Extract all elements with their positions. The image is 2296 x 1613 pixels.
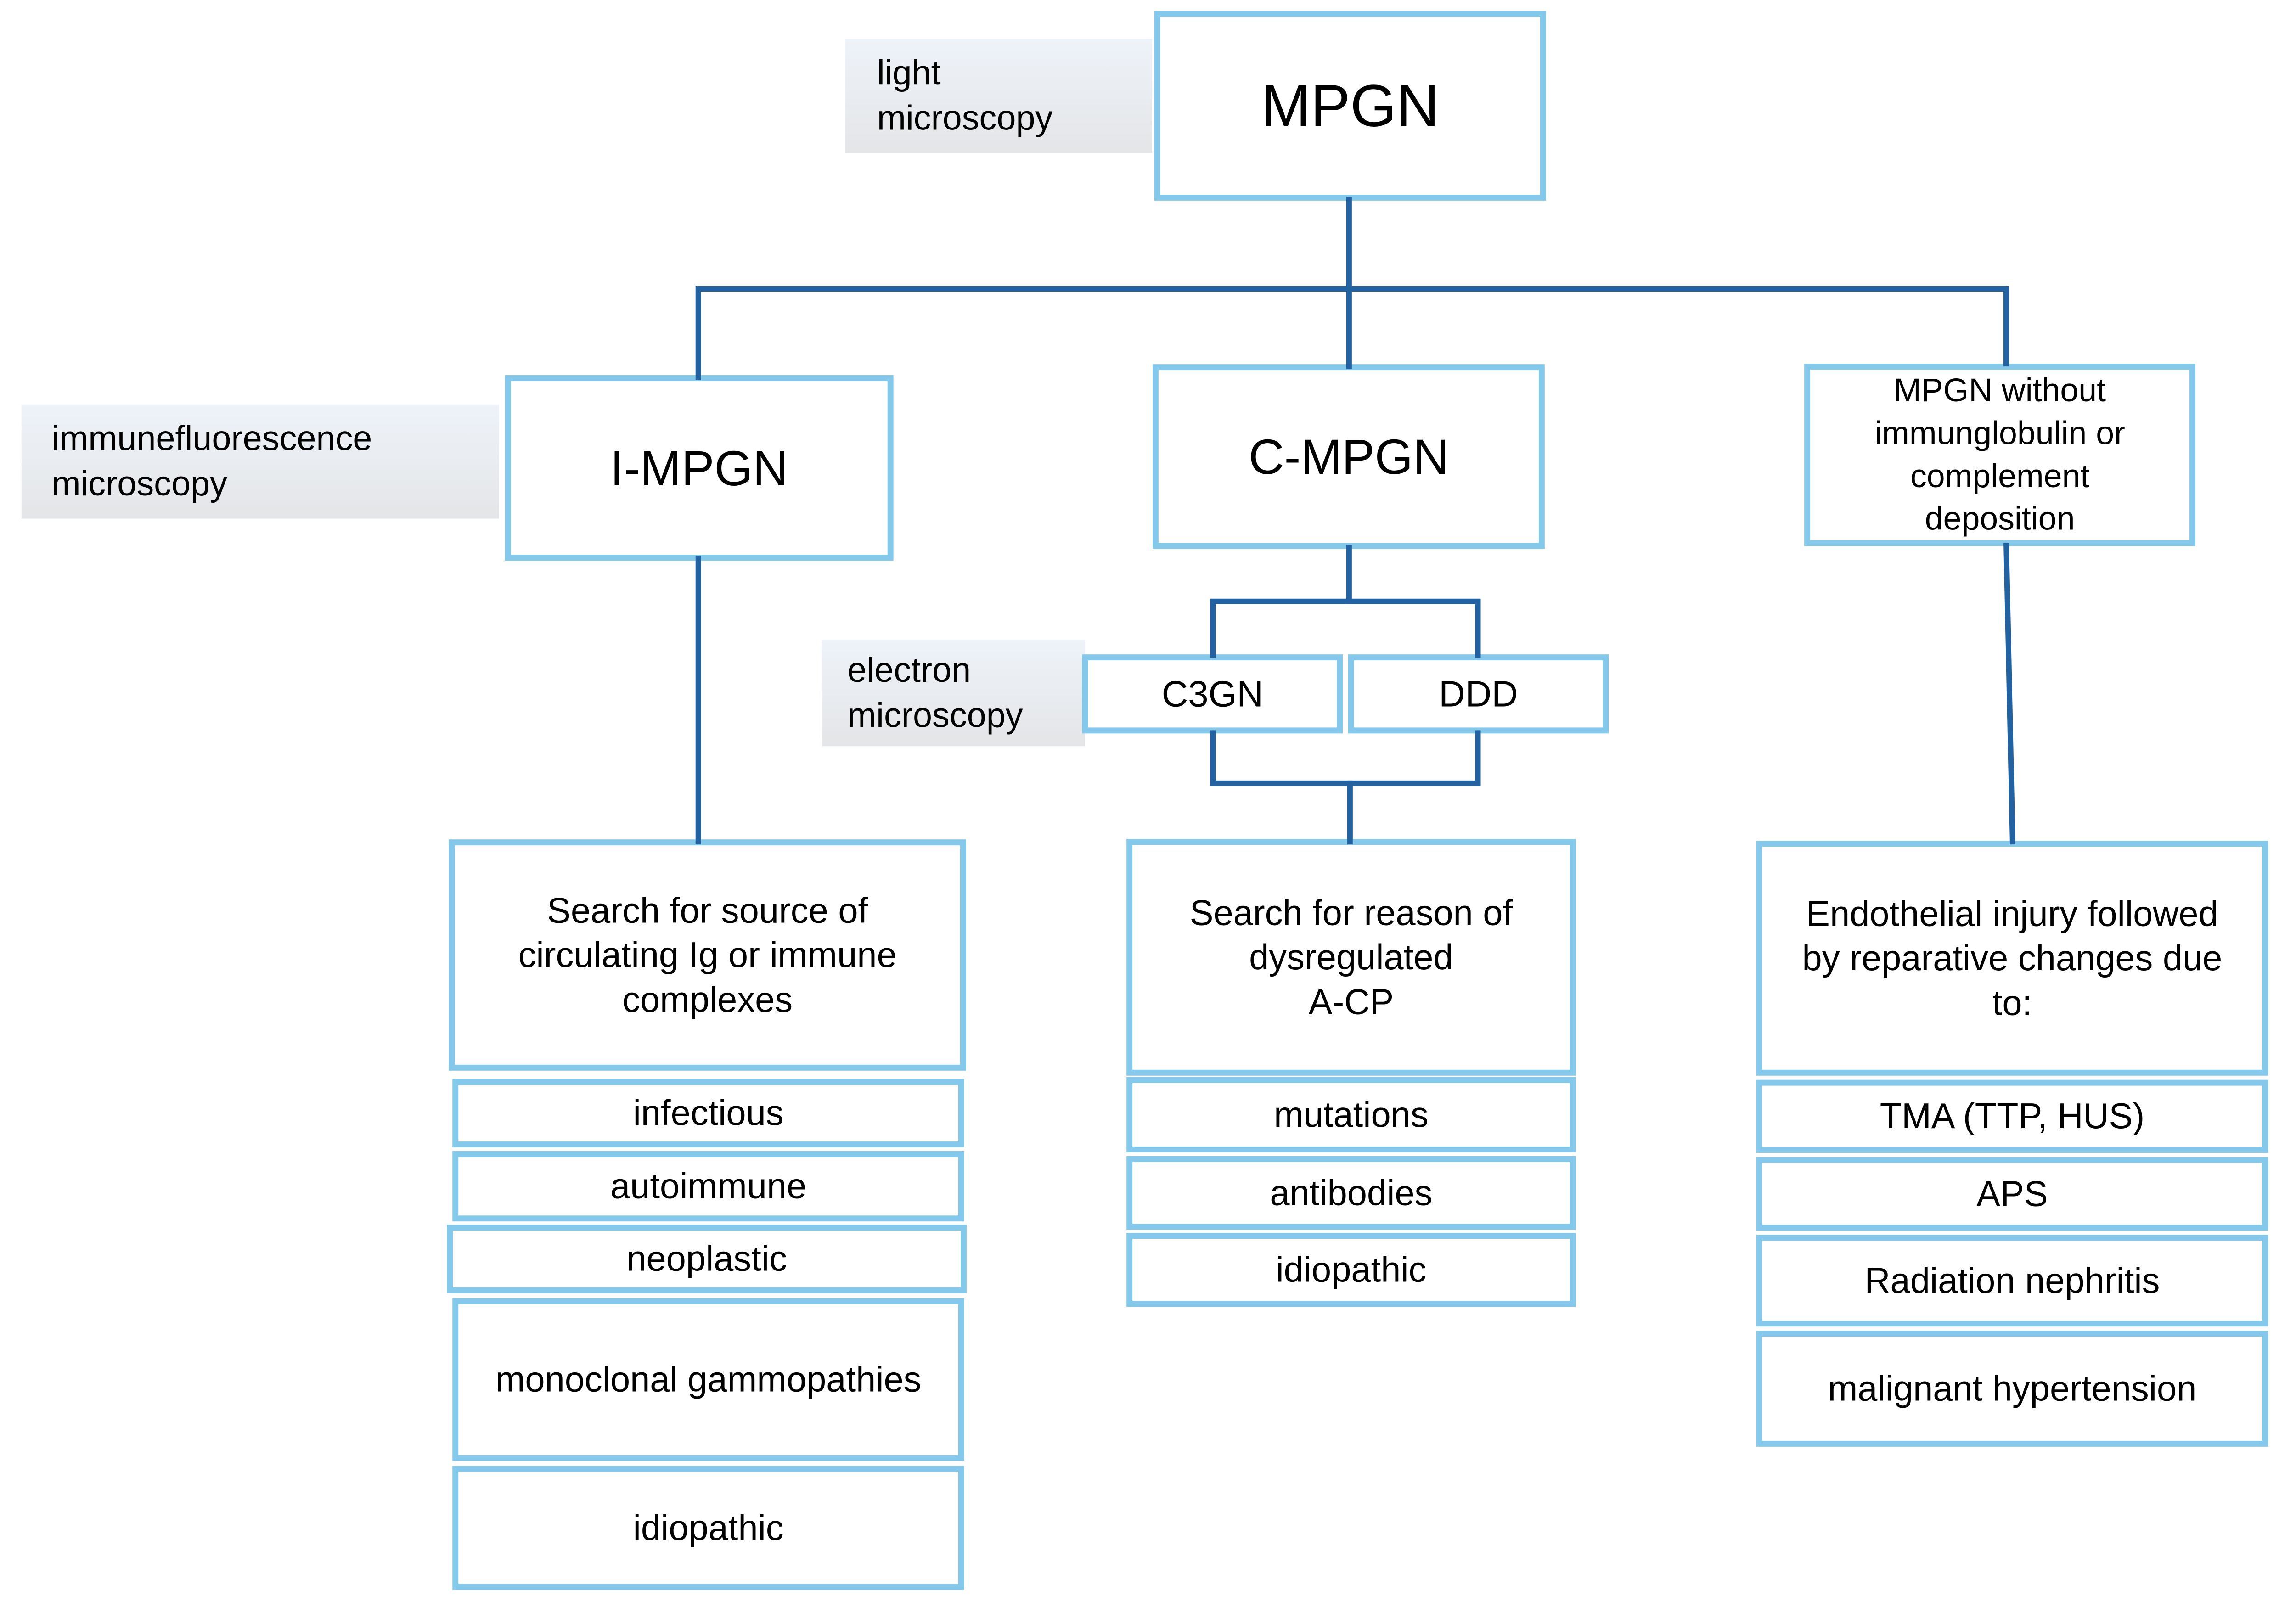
stage-label-light-microscopy: light microscopy: [845, 39, 1152, 153]
column-header-no-deposition-text: Endothelial injury followed by reparativ…: [1802, 893, 2223, 1023]
node-mpgn-without-deposition: MPGN without immunglobulin or complement…: [1804, 364, 2196, 546]
item-idiopathic-middle-text: idiopathic: [1276, 1249, 1427, 1290]
item-monoclonal-gammopathies-text: monoclonal gammopathies: [495, 1359, 922, 1399]
item-antibodies: antibodies: [1126, 1156, 1576, 1230]
item-idiopathic-left-text: idiopathic: [633, 1507, 784, 1548]
node-ddd-label: DDD: [1439, 673, 1518, 714]
stage-label-light-microscopy-text: light microscopy: [877, 53, 1053, 138]
node-mpgn-without-deposition-label: MPGN without immunglobulin or complement…: [1874, 372, 2125, 537]
connector-bracket-bottom: [1210, 730, 1481, 786]
node-ddd: DDD: [1348, 654, 1609, 734]
item-aps-text: APS: [1976, 1173, 2048, 1214]
item-infectious: infectious: [452, 1079, 964, 1148]
stage-label-immunefluorescence-microscopy-text: immunefluorescence microscopy: [51, 419, 372, 503]
item-malignant-hypertension: malignant hypertension: [1756, 1331, 2268, 1447]
column-header-c-mpgn-text: Search for reason of dysregulated A-CP: [1189, 892, 1513, 1022]
item-antibodies-text: antibodies: [1270, 1172, 1433, 1213]
node-c3gn: C3GN: [1082, 654, 1343, 734]
item-tma-text: TMA (TTP, HUS): [1880, 1096, 2145, 1136]
column-header-c-mpgn: Search for reason of dysregulated A-CP: [1126, 839, 1576, 1076]
item-infectious-text: infectious: [633, 1092, 784, 1133]
node-mpgn-label: MPGN: [1261, 72, 1440, 139]
node-c-mpgn: C-MPGN: [1152, 364, 1545, 549]
item-mutations: mutations: [1126, 1077, 1576, 1152]
item-malignant-hypertension-text: malignant hypertension: [1828, 1368, 2197, 1409]
item-neoplastic-text: neoplastic: [626, 1238, 787, 1279]
stage-label-electron-microscopy-text: electron microscopy: [847, 650, 1023, 735]
node-i-mpgn-label: I-MPGN: [610, 440, 788, 496]
item-autoimmune-text: autoimmune: [610, 1166, 807, 1206]
node-c3gn-label: C3GN: [1161, 673, 1263, 714]
connector-nodep-to-list: [2003, 543, 2015, 845]
item-mutations-text: mutations: [1274, 1094, 1429, 1135]
stage-label-electron-microscopy: electron microscopy: [822, 640, 1085, 747]
node-mpgn: MPGN: [1154, 11, 1546, 201]
node-i-mpgn: I-MPGN: [505, 375, 894, 561]
item-monoclonal-gammopathies: monoclonal gammopathies: [452, 1298, 964, 1461]
column-header-i-mpgn-text: Search for source of circulating Ig or i…: [518, 890, 897, 1020]
item-idiopathic-left: idiopathic: [452, 1466, 964, 1590]
node-c-mpgn-label: C-MPGN: [1248, 429, 1449, 484]
column-header-i-mpgn: Search for source of circulating Ig or i…: [449, 839, 966, 1071]
item-radiation-nephritis-text: Radiation nephritis: [1864, 1260, 2160, 1301]
item-idiopathic-middle: idiopathic: [1126, 1233, 1576, 1307]
column-header-no-deposition: Endothelial injury followed by reparativ…: [1756, 841, 2268, 1076]
stage-label-immunefluorescence-microscopy: immunefluorescence microscopy: [21, 404, 499, 519]
item-neoplastic: neoplastic: [447, 1225, 967, 1293]
connector-bracket-top: [1210, 598, 1481, 658]
item-aps: APS: [1756, 1157, 2268, 1231]
item-tma: TMA (TTP, HUS): [1756, 1079, 2268, 1153]
item-radiation-nephritis: Radiation nephritis: [1756, 1235, 2268, 1327]
item-autoimmune: autoimmune: [452, 1151, 964, 1222]
